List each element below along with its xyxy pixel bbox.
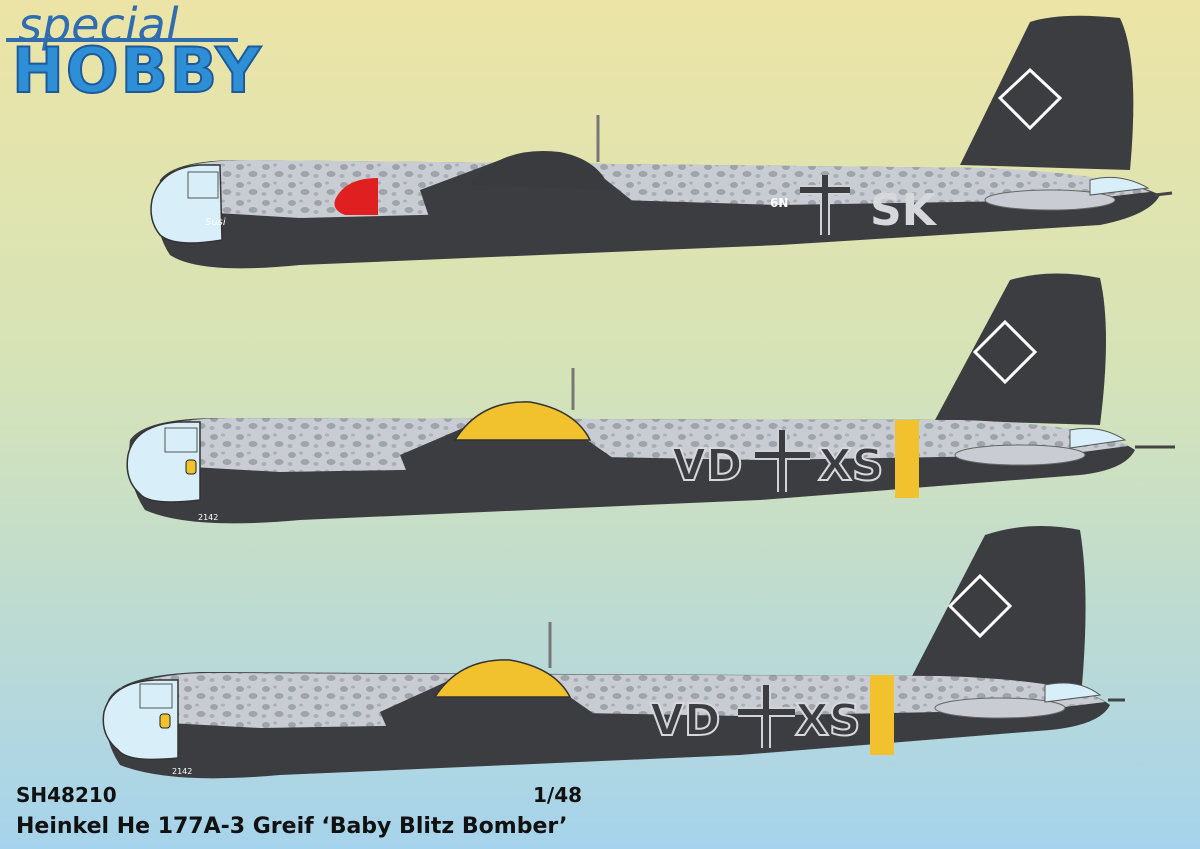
engine-nacelle — [934, 697, 1066, 719]
tail-fin — [910, 526, 1086, 685]
nose-name: 2142 — [198, 513, 218, 522]
tail-diamond — [972, 319, 1038, 385]
tail-diamond — [947, 573, 1013, 639]
brand-logo-line2: HOBBY — [11, 34, 263, 107]
aircraft-profile-2: VD XS 2142 — [126, 273, 1175, 524]
yellow-fuselage-band — [870, 675, 894, 755]
tail-diamond — [997, 67, 1063, 131]
product-scale: 1/48 — [533, 783, 583, 807]
dorsal-dome — [433, 659, 572, 698]
engine-nacelle — [984, 189, 1116, 211]
yellow-fuselage-band — [895, 420, 919, 498]
engine-nacelle — [954, 444, 1086, 466]
mottle-camouflage — [175, 160, 1150, 218]
product-code: SH48210 — [16, 783, 117, 807]
aircraft-profile-1: 6N SK Susi — [150, 15, 1173, 269]
code-letters-left: VD — [672, 440, 743, 491]
code-letters-right: SK — [870, 185, 938, 236]
code-letters-left: VD — [650, 695, 721, 746]
code-letters-right: XS — [818, 440, 884, 491]
brand-logo-bar — [6, 38, 238, 42]
nose-name: Susi — [205, 217, 226, 228]
tail-fin — [960, 15, 1134, 170]
code-letters-right: XS — [795, 695, 861, 746]
aircraft-profile-3: VD XS 2142 — [102, 526, 1125, 779]
product-title: Heinkel He 177A-3 Greif ‘Baby Blitz Bomb… — [16, 814, 568, 839]
balkenkreuz — [755, 430, 810, 492]
unit-emblem — [185, 459, 197, 475]
code-letters-left: 6N — [770, 196, 788, 210]
balkenkreuz — [800, 175, 850, 235]
mottle-camouflage — [120, 673, 1105, 728]
nose-name: 2142 — [172, 767, 192, 776]
dorsal-dome — [453, 401, 592, 441]
unit-emblem — [159, 713, 171, 729]
mottle-camouflage — [145, 418, 1128, 472]
dorsal-dome — [470, 150, 610, 190]
balkenkreuz — [738, 685, 795, 748]
red-marking — [334, 178, 378, 215]
tail-fin — [935, 273, 1106, 425]
